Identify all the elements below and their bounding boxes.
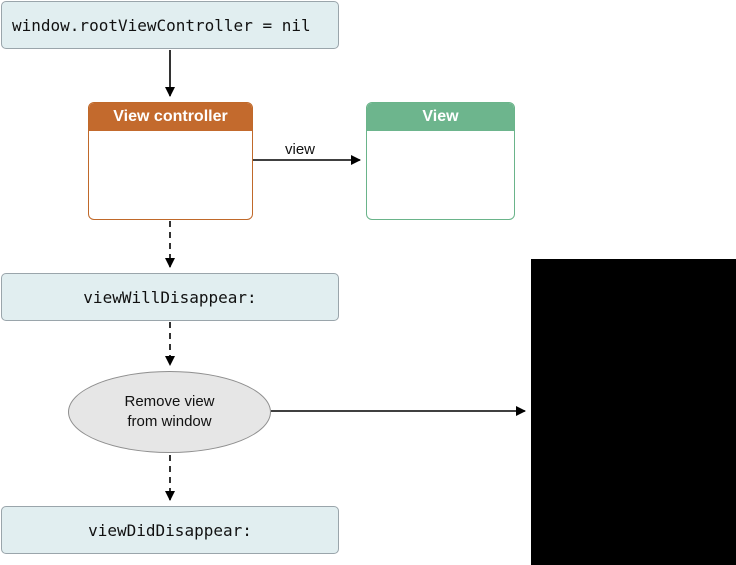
remove-view-line-1: Remove view	[124, 393, 215, 410]
black-panel	[531, 259, 736, 565]
view-title: View	[422, 108, 459, 125]
view-card: View	[366, 102, 515, 220]
root-view-controller-nil-code: window.rootViewController = nil	[12, 15, 311, 35]
view-controller-title: View controller	[113, 108, 228, 125]
view-did-disappear-code: viewDidDisappear:	[88, 520, 252, 540]
view-will-disappear-code: viewWillDisappear:	[83, 287, 257, 307]
view-controller-header: View controller	[89, 103, 252, 131]
remove-view-line-2: from window	[127, 413, 212, 430]
root-view-controller-nil-box: window.rootViewController = nil	[1, 1, 339, 49]
view-arrow-label: view	[285, 141, 316, 158]
view-header: View	[367, 103, 514, 131]
view-did-disappear-box: viewDidDisappear:	[1, 506, 339, 554]
remove-view-ellipse: Remove view from window	[68, 371, 271, 453]
view-will-disappear-box: viewWillDisappear:	[1, 273, 339, 321]
view-controller-card: View controller	[88, 102, 253, 220]
